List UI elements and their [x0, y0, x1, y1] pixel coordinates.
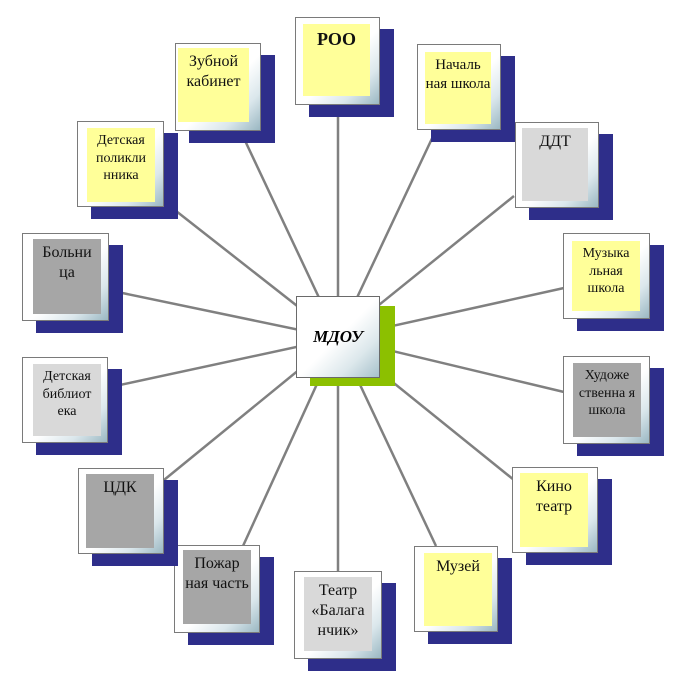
node-fill: Детская поликли нника — [87, 128, 155, 202]
node-teatr: Театр «Балага нчик» — [294, 571, 397, 674]
node-bolnica: Больни ца — [22, 233, 124, 336]
node-roo: РОО — [295, 17, 395, 120]
node-label: Пожар ная часть — [185, 555, 249, 592]
node-pozharnaya: Пожар ная часть — [174, 545, 275, 648]
node-label: Кино театр — [535, 478, 573, 515]
node-label: ДДТ — [539, 133, 571, 150]
node-label: Детская поликли нника — [95, 133, 147, 183]
node-fill: Пожар ная часть — [183, 550, 251, 624]
node-label: Больни ца — [42, 244, 92, 281]
node-det-biblioteka: Детская библиот ека — [22, 357, 123, 458]
node-fill: Музей — [424, 553, 492, 626]
node-fill: ДДТ — [522, 128, 588, 201]
node-fill: Детская библиот ека — [33, 364, 101, 436]
node-zubnoy: Зубной кабинет — [175, 43, 276, 146]
node-label: Детская библиот ека — [42, 369, 92, 419]
node-label: ЦДК — [103, 479, 137, 496]
node-fill: Больни ца — [33, 239, 101, 314]
node-fill: Началь ная школа — [425, 52, 491, 124]
node-label: Художе ственна я школа — [578, 368, 636, 418]
node-hud-shkola: Художе ственна я школа — [563, 356, 665, 459]
node-label: РОО — [317, 29, 356, 49]
node-label: Музыка льная школа — [582, 246, 630, 296]
center-node-label: МДОУ — [313, 327, 363, 346]
node-cdk: ЦДК — [78, 468, 179, 569]
node-label: Началь ная школа — [425, 57, 491, 92]
node-fill: Музыка льная школа — [572, 241, 640, 311]
node-det-poliklinika: Детская поликли нника — [77, 121, 179, 222]
center-node-card: МДОУ — [296, 296, 380, 378]
node-fill: Зубной кабинет — [178, 48, 249, 122]
node-muzey: Музей — [414, 546, 513, 647]
node-fill: ЦДК — [86, 474, 154, 548]
node-fill: Кино театр — [520, 473, 588, 547]
node-label: Музей — [436, 558, 480, 575]
node-fill: Театр «Балага нчик» — [304, 577, 372, 651]
center-node: МДОУ — [296, 296, 398, 388]
node-kinoteatr: Кино театр — [512, 467, 613, 568]
node-fill: РОО — [303, 24, 370, 96]
node-fill: Художе ственна я школа — [573, 363, 641, 437]
node-label: Зубной кабинет — [186, 53, 241, 90]
node-muz-shkola: Музыка льная школа — [563, 233, 665, 334]
node-label: Театр «Балага нчик» — [311, 582, 365, 639]
node-nachalnaya: Началь ная школа — [417, 44, 516, 145]
node-ddt: ДДТ — [515, 122, 614, 223]
